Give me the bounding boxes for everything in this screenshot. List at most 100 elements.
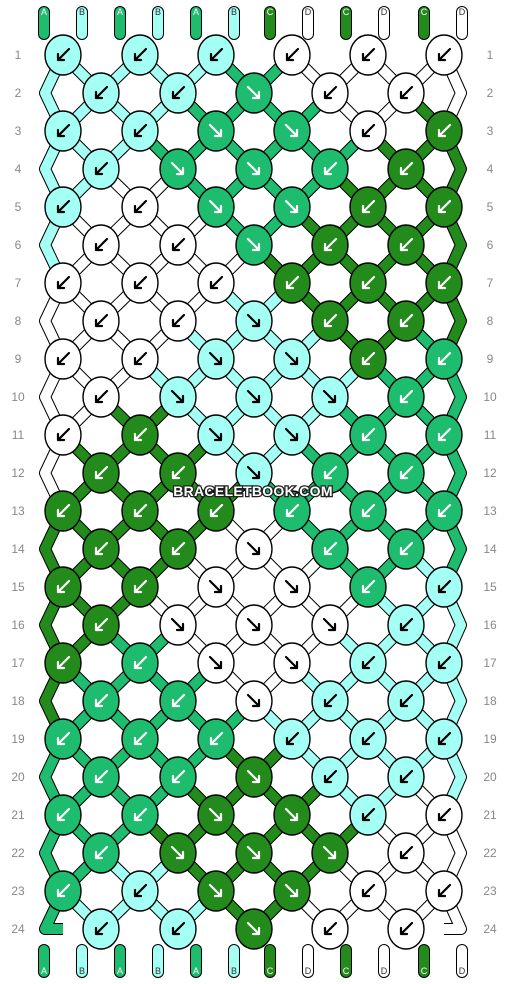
knot	[235, 148, 273, 190]
knot	[387, 908, 425, 950]
arrow-down-right-icon	[246, 541, 261, 556]
arrow-down-left-icon	[56, 883, 71, 898]
arrow-down-right-icon	[170, 161, 185, 176]
arrow-down-right-icon	[246, 161, 261, 176]
arrow-down-left-icon	[285, 503, 300, 518]
knot	[235, 300, 273, 342]
row-number-right: 11	[484, 428, 497, 442]
arrow-down-right-icon	[246, 237, 261, 252]
row-number-left: 21	[11, 808, 25, 822]
knot	[311, 756, 349, 798]
top-strand-label: C	[343, 7, 350, 17]
bottom-strand-label: A	[193, 966, 199, 976]
arrow-down-left-icon	[437, 351, 452, 366]
arrow-down-right-icon	[284, 199, 299, 214]
row-number-right: 14	[483, 542, 497, 556]
arrow-down-left-icon	[56, 275, 71, 290]
row-number-left: 13	[11, 504, 25, 518]
knot	[349, 34, 387, 76]
arrow-down-left-icon	[437, 579, 452, 594]
knot	[273, 110, 311, 152]
arrow-down-right-icon	[170, 845, 185, 860]
knot	[121, 794, 159, 836]
row-number-left: 2	[15, 86, 22, 100]
arrow-down-left-icon	[437, 199, 452, 214]
row-number-left: 24	[11, 922, 25, 936]
knot	[349, 262, 387, 304]
row-number-right: 21	[483, 808, 497, 822]
arrow-down-left-icon	[399, 465, 414, 480]
knot	[235, 680, 273, 722]
top-strand-label: B	[231, 7, 237, 17]
knot	[159, 528, 197, 570]
row-number-right: 2	[487, 86, 494, 100]
top-strand-label: A	[193, 7, 199, 17]
arrow-down-left-icon	[56, 427, 71, 442]
knot	[311, 224, 349, 266]
arrow-down-right-icon	[246, 313, 261, 328]
top-strand-label: B	[79, 7, 85, 17]
arrow-down-right-icon	[284, 807, 299, 822]
top-strand-label: D	[459, 7, 466, 17]
knot	[273, 490, 311, 532]
row-number-left: 8	[15, 314, 22, 328]
arrow-down-left-icon	[399, 237, 414, 252]
knot	[311, 680, 349, 722]
knot	[235, 452, 273, 494]
knot	[121, 718, 159, 760]
knot	[425, 338, 463, 380]
knot	[273, 414, 311, 456]
arrow-down-left-icon	[437, 655, 452, 670]
arrow-down-left-icon	[399, 313, 414, 328]
arrow-down-right-icon	[284, 579, 299, 594]
arrow-down-left-icon	[171, 237, 186, 252]
row-number-left: 14	[11, 542, 25, 556]
arrow-down-right-icon	[246, 693, 261, 708]
knot	[121, 490, 159, 532]
arrow-down-left-icon	[399, 845, 414, 860]
knot	[387, 832, 425, 874]
knot	[159, 756, 197, 798]
knot	[159, 300, 197, 342]
knot	[235, 832, 273, 874]
arrow-down-left-icon	[209, 275, 224, 290]
arrow-down-right-icon	[208, 807, 223, 822]
arrow-down-left-icon	[133, 731, 148, 746]
knot	[349, 186, 387, 228]
arrow-down-left-icon	[133, 807, 148, 822]
knot	[159, 832, 197, 874]
arrow-down-left-icon	[94, 921, 109, 936]
knot	[425, 34, 463, 76]
bottom-strand-label: D	[381, 966, 388, 976]
arrow-down-left-icon	[323, 465, 338, 480]
arrow-down-left-icon	[133, 123, 148, 138]
knot	[121, 34, 159, 76]
knot	[387, 452, 425, 494]
row-number-left: 3	[15, 124, 22, 138]
arrow-down-left-icon	[94, 541, 109, 556]
arrow-down-left-icon	[399, 617, 414, 632]
knot	[387, 528, 425, 570]
arrow-down-left-icon	[94, 693, 109, 708]
arrow-down-left-icon	[56, 351, 71, 366]
arrow-down-left-icon	[56, 731, 71, 746]
knot	[311, 452, 349, 494]
arrow-down-left-icon	[94, 617, 109, 632]
knot	[311, 376, 349, 418]
knot	[44, 718, 82, 760]
knot	[121, 566, 159, 608]
arrow-down-left-icon	[56, 655, 71, 670]
knot	[349, 794, 387, 836]
knot	[197, 718, 235, 760]
row-number-left: 7	[15, 276, 22, 290]
knot	[197, 642, 235, 684]
arrow-down-right-icon	[170, 389, 185, 404]
arrow-down-right-icon	[322, 845, 337, 860]
row-number-left: 20	[11, 770, 25, 784]
arrow-down-left-icon	[56, 579, 71, 594]
row-number-left: 5	[15, 200, 22, 214]
arrow-down-left-icon	[94, 237, 109, 252]
knot	[82, 908, 120, 950]
